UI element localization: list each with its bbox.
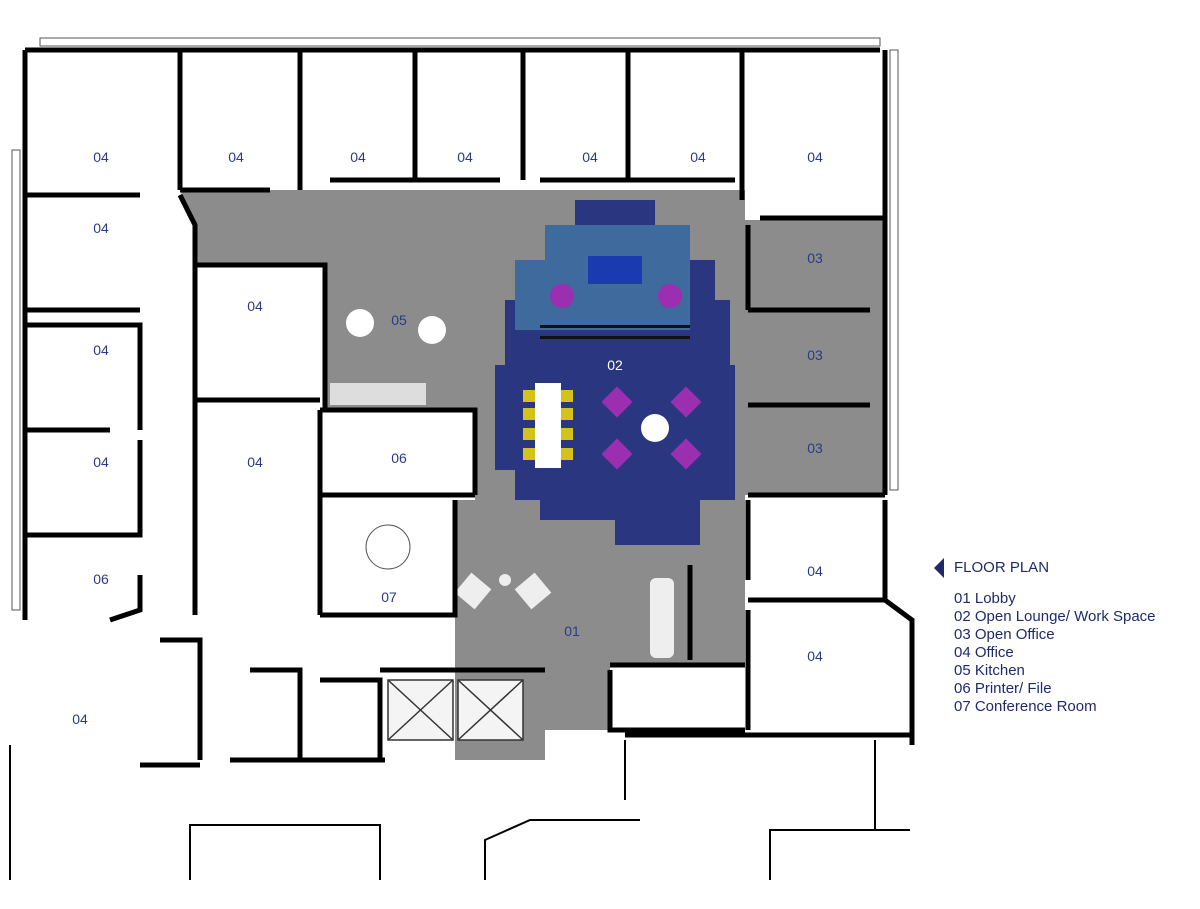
room-label: 02: [607, 357, 623, 373]
legend-item: 02 Open Lounge/ Work Space: [954, 608, 1156, 625]
walls: [22, 47, 915, 768]
kitchen-tables: [346, 309, 446, 344]
conference-table: [365, 524, 411, 570]
room-label: 04: [228, 149, 244, 165]
room-label: 04: [93, 342, 109, 358]
lobby-furniture: [454, 572, 674, 658]
lounge-chair: [658, 284, 682, 308]
elevators: [387, 679, 524, 741]
legend-item: 06 Printer/ File: [954, 680, 1052, 697]
legend-item: 07 Conference Room: [954, 698, 1097, 715]
windows: [11, 37, 899, 611]
room-label: 06: [93, 571, 109, 587]
room-label: 04: [457, 149, 473, 165]
room-label: 04: [72, 711, 88, 727]
room-label: 03: [807, 440, 823, 456]
legend-item: 03 Open Office: [954, 626, 1055, 643]
room-label: 04: [350, 149, 366, 165]
room-label: 04: [807, 149, 823, 165]
room-label: 06: [391, 450, 407, 466]
bench: [540, 336, 690, 339]
room-label: 04: [690, 149, 706, 165]
kitchen-counter: [330, 383, 426, 405]
work-table: [535, 383, 561, 468]
lounge-chair: [550, 284, 574, 308]
room-label: 03: [807, 347, 823, 363]
legend-item: 05 Kitchen: [954, 662, 1025, 679]
room-label: 04: [247, 454, 263, 470]
legend: FLOOR PLAN 01 Lobby 02 Open Lounge/ Work…: [934, 558, 1156, 716]
legend-title: FLOOR PLAN: [954, 559, 1050, 576]
room-label: 05: [391, 312, 407, 328]
room-label: 04: [247, 298, 263, 314]
lower-building-outline: [9, 740, 910, 880]
coffee-table: [641, 414, 669, 442]
room-label: 04: [807, 648, 823, 664]
room-label: 04: [807, 563, 823, 579]
table-chairs: [523, 390, 573, 460]
room-label: 04: [582, 149, 598, 165]
room-label: 01: [564, 623, 580, 639]
room-label: 04: [93, 149, 109, 165]
room-label: 07: [381, 589, 397, 605]
sofa: [588, 256, 642, 284]
legend-item: 04 Office: [954, 644, 1014, 661]
room-label: 03: [807, 250, 823, 266]
room-label: 04: [93, 220, 109, 236]
legend-item: 01 Lobby: [954, 590, 1016, 607]
room-label: 04: [93, 454, 109, 470]
triangle-left-icon: [934, 558, 944, 578]
diamond-chairs: [601, 386, 702, 470]
bench: [540, 325, 690, 328]
